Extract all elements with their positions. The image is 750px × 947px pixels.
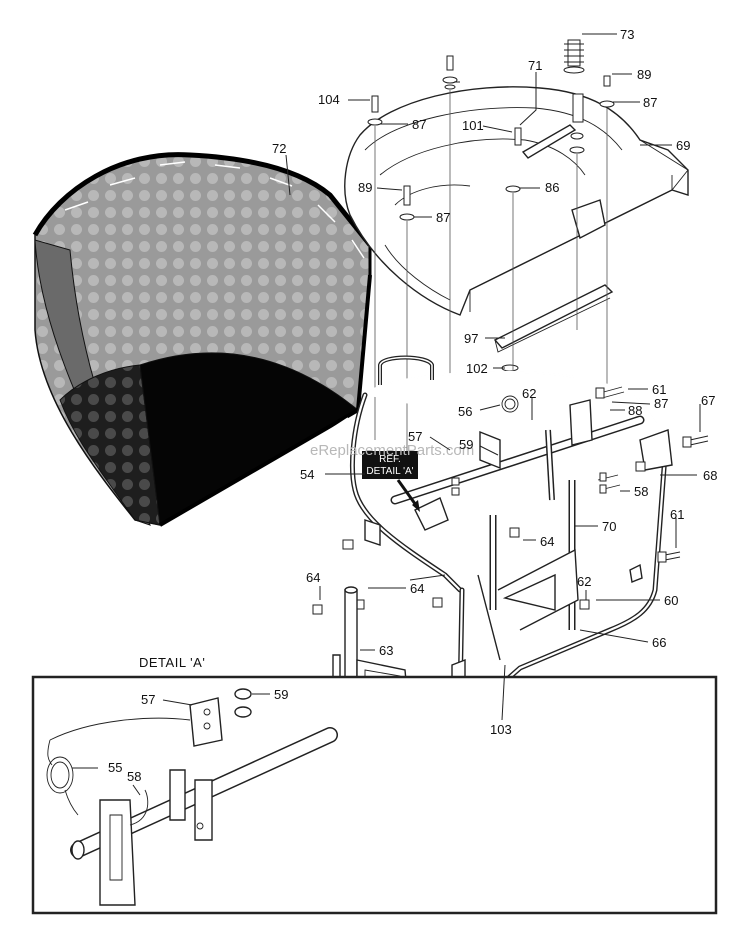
detail-a-title: DETAIL 'A'	[139, 655, 205, 670]
callout-56: 56	[458, 404, 472, 419]
callout-68: 68	[703, 468, 717, 483]
callout-72: 72	[272, 141, 286, 156]
deflector-plate	[493, 284, 614, 353]
callout-88: 88	[628, 403, 642, 418]
callout-60: 60	[664, 593, 678, 608]
callout-57: 57	[141, 692, 155, 707]
ref-line2: DETAIL 'A'	[366, 466, 413, 477]
callout-62: 62	[522, 386, 536, 401]
callout-58: 58	[127, 769, 141, 784]
callout-86: 86	[545, 180, 559, 195]
callout-58: 58	[634, 484, 648, 499]
callout-labels: 73 71 89 104 87 87 101 69 72 89 86 87 97…	[108, 27, 717, 784]
bag-lid	[344, 86, 689, 316]
callout-103: 103	[490, 722, 512, 737]
callout-71: 71	[528, 58, 542, 73]
callout-87: 87	[436, 210, 450, 225]
callout-61: 61	[670, 507, 684, 522]
callout-61: 61	[652, 382, 666, 397]
callout-69: 69	[676, 138, 690, 153]
callout-59: 59	[274, 687, 288, 702]
callout-89: 89	[637, 67, 651, 82]
callout-87: 87	[643, 95, 657, 110]
watermark: eReplacementParts.com	[310, 442, 474, 459]
callout-64: 64	[410, 581, 424, 596]
callout-67: 67	[701, 393, 715, 408]
callout-59: 59	[459, 437, 473, 452]
assembly-lines	[374, 90, 608, 470]
callout-87: 87	[654, 396, 668, 411]
callout-62: 62	[577, 574, 591, 589]
callout-63: 63	[379, 643, 393, 658]
ref-line1: REF.	[379, 454, 401, 465]
callout-57: 57	[408, 429, 422, 444]
callout-66: 66	[652, 635, 666, 650]
detail-a-panel: DETAIL 'A'	[31, 655, 718, 915]
callout-64: 64	[306, 570, 320, 585]
callout-73: 73	[620, 27, 634, 42]
grass-bag	[32, 152, 372, 527]
callout-102: 102	[466, 361, 488, 376]
leader-lines	[72, 33, 701, 796]
callout-87: 87	[412, 117, 426, 132]
callout-97: 97	[464, 331, 478, 346]
ref-detail-note: REF. DETAIL 'A'	[362, 451, 420, 512]
callout-104: 104	[318, 92, 340, 107]
lid-hardware	[367, 39, 615, 372]
callout-101: 101	[462, 118, 484, 133]
callout-55: 55	[108, 760, 122, 775]
callout-64: 64	[540, 534, 554, 549]
callout-89: 89	[358, 180, 372, 195]
callout-54: 54	[300, 467, 314, 482]
callout-70: 70	[602, 519, 616, 534]
